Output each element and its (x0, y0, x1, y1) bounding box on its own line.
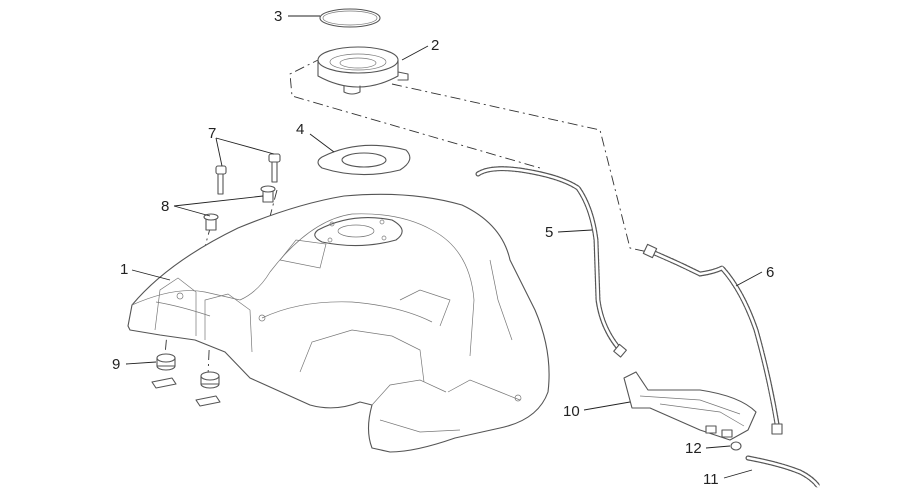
part-11-hose (745, 455, 821, 489)
part-3-o-ring (319, 8, 381, 28)
callout-numbers: 3 2 4 7 8 1 5 6 9 10 12 11 (112, 8, 774, 488)
part-5-hose (475, 166, 627, 358)
part-9-rubber-mounts (151, 353, 221, 407)
callout-9: 9 (112, 356, 120, 373)
callout-10: 10 (563, 403, 580, 420)
callout-5: 5 (545, 224, 553, 241)
callout-3: 3 (274, 8, 282, 25)
callout-11: 11 (703, 471, 719, 488)
callout-12: 12 (685, 440, 702, 457)
part-2-pump-flange (317, 46, 409, 95)
leader-lines (125, 15, 763, 479)
callout-8: 8 (161, 198, 169, 215)
part-12-clamp (730, 441, 742, 451)
part-10-bracket (623, 371, 757, 441)
callout-2: 2 (431, 37, 439, 54)
callout-6: 6 (766, 264, 774, 281)
part-4-gasket (317, 144, 411, 176)
callout-4: 4 (296, 121, 304, 138)
callout-7: 7 (208, 125, 216, 142)
callout-1: 1 (120, 261, 128, 278)
part-7-screws (215, 153, 281, 195)
part-1-fuel-tank (127, 193, 550, 453)
part-6-hose (642, 243, 783, 435)
